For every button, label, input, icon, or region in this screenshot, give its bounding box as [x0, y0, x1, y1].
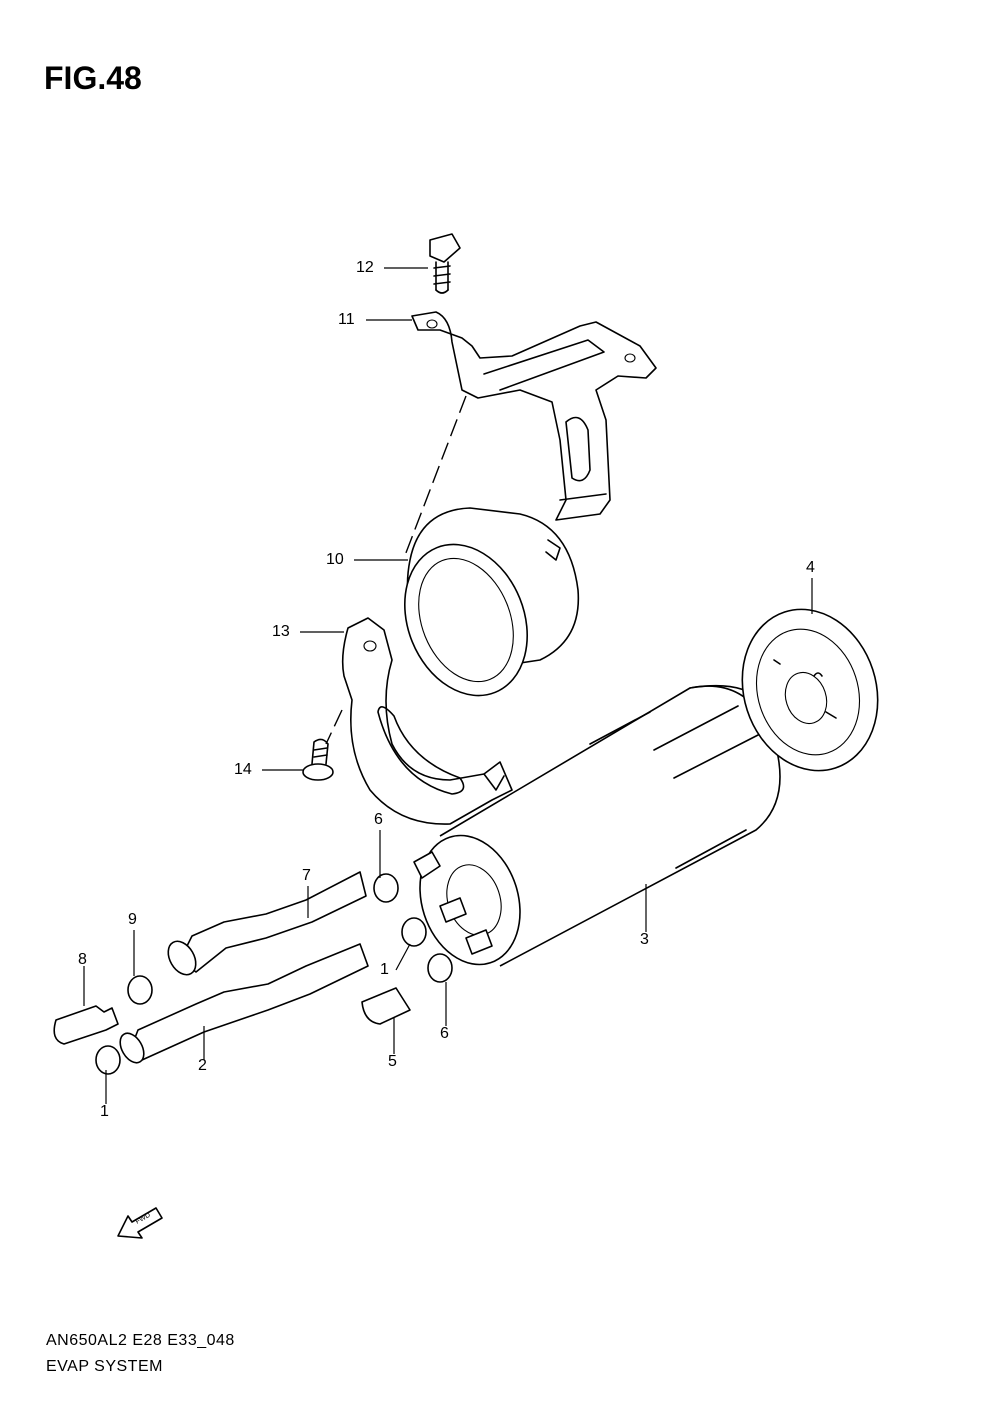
- callout-9: 9: [128, 911, 137, 928]
- callout-5: 5: [388, 1053, 397, 1070]
- fwd-arrow-icon: FWD: [117, 1207, 163, 1239]
- callout-2: 2: [198, 1057, 207, 1074]
- footer-section-name: EVAP SYSTEM: [46, 1358, 163, 1375]
- part-13-lower-bracket: [341, 617, 513, 825]
- figure-title: FIG.48: [44, 60, 142, 96]
- callout-4: 4: [806, 559, 815, 576]
- callout-13: 13: [272, 623, 290, 640]
- leader-lines: [83, 267, 813, 1104]
- part-8-connector: [53, 1005, 119, 1045]
- callout-14: 14: [234, 761, 252, 778]
- footer-model-code: AN650AL2 E28 E33_048: [46, 1332, 235, 1349]
- callout-1-lower: 1: [100, 1103, 109, 1120]
- screw-dash-line: [325, 709, 343, 745]
- clamps: [95, 873, 453, 1075]
- bolt-dash-line: [403, 395, 467, 559]
- callout-6-lower: 6: [440, 1025, 449, 1042]
- part-12-bolt: [429, 233, 461, 294]
- callout-10: 10: [326, 551, 344, 568]
- hose-7: [167, 871, 367, 976]
- part-5-tube: [361, 987, 411, 1025]
- part-4-end-cap: [741, 608, 879, 772]
- callout-7: 7: [302, 867, 311, 884]
- callout-8: 8: [78, 951, 87, 968]
- callout-1-middle: 1: [380, 961, 389, 978]
- part-10-rubber-sleeve: [403, 507, 580, 697]
- hose-2: [119, 943, 369, 1064]
- callout-12: 12: [356, 259, 374, 276]
- callout-11: 11: [338, 311, 355, 328]
- part-11-upper-bracket: [411, 311, 657, 521]
- part-3-canister: [413, 684, 781, 967]
- callout-3: 3: [640, 931, 649, 948]
- callout-6-upper: 6: [374, 811, 383, 828]
- part-14-screw: [302, 738, 334, 781]
